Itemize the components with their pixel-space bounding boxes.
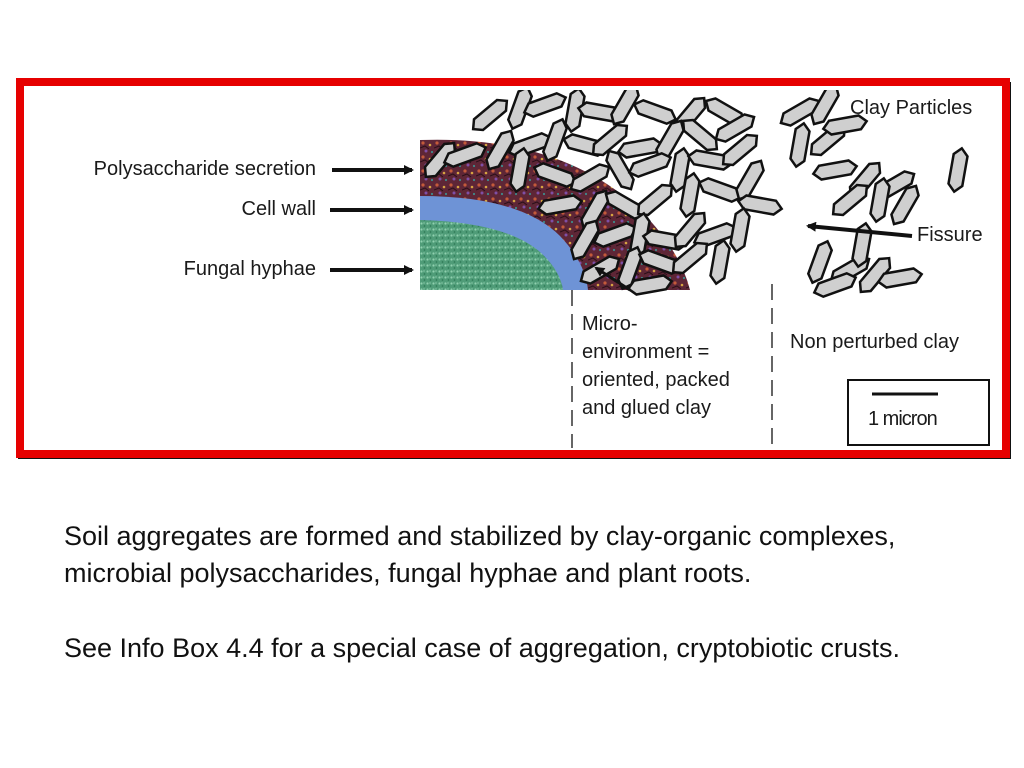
scale-label: 1 micron [868,408,938,430]
clay-particle [851,221,873,269]
clay-particle [506,90,534,131]
clay-particle [605,149,635,191]
clay-particle [591,123,629,157]
clay-particle [541,117,569,163]
arrow-fissure [806,221,913,238]
fungal-cell [420,139,690,290]
microenv-line: oriented, packed [582,369,730,391]
clay-particle [714,113,756,143]
clay-particle [442,141,488,169]
clay-particle [485,129,515,171]
clay-particle [869,176,891,224]
label-cell-wall: Cell wall [241,198,316,220]
clay-particle [509,146,531,194]
caption-paragraph-1: Soil aggregates are formed and stabilize… [64,521,896,588]
clay-particle [681,118,719,152]
label-non-perturbed-clay: Non perturbed clay [790,331,959,353]
clay-particle [876,267,924,289]
clay-particle [536,194,584,216]
microenv-line: environment = [582,341,710,363]
clay-particle [610,90,640,126]
clay-particle [471,98,509,132]
clay-particle [627,151,673,179]
arrow-microenvironment [594,266,631,292]
clay-particle [812,271,858,299]
clay-particle [570,219,600,261]
clay-particle [721,133,759,167]
clay-particle [673,211,707,249]
microenv-line: Micro- [582,313,638,335]
clay-particle [789,121,811,169]
clay-particle [522,91,568,119]
clay-particle [626,274,674,296]
clay-particle [858,256,892,294]
clay-particle [679,171,701,219]
scale-box [847,379,990,446]
clay-particle [806,239,834,285]
clay-particle [947,146,969,194]
label-polysaccharide: Polysaccharide secretion [93,158,316,180]
clay-particle [810,90,840,126]
label-fissure: Fissure [917,224,983,246]
clay-particle [811,159,859,181]
hyphae-core [420,220,563,290]
caption: Soil aggregates are formed and stabilize… [64,518,964,705]
clay-particle [671,241,709,275]
label-fungal-hyphae: Fungal hyphae [183,258,316,280]
clay-particle [636,183,674,217]
label-microenvironment: Micro- environment = oriented, packed an… [582,310,772,422]
diagram-canvas [16,78,1011,459]
clay-particle [890,184,920,226]
clay-particle [729,206,751,254]
clay-particle [709,238,731,286]
microenv-line: and glued clay [582,397,711,419]
label-clay-particles: Clay Particles [850,97,973,119]
clay-particle [831,183,869,217]
clay-particle [423,141,457,179]
soil-aggregate-diagram: Polysaccharide secretion Cell wall Funga… [16,78,1011,459]
clay-particle [821,114,869,136]
clay-particles-group [423,90,969,299]
caption-paragraph-2: See Info Box 4.4 for a special case of a… [64,633,900,663]
